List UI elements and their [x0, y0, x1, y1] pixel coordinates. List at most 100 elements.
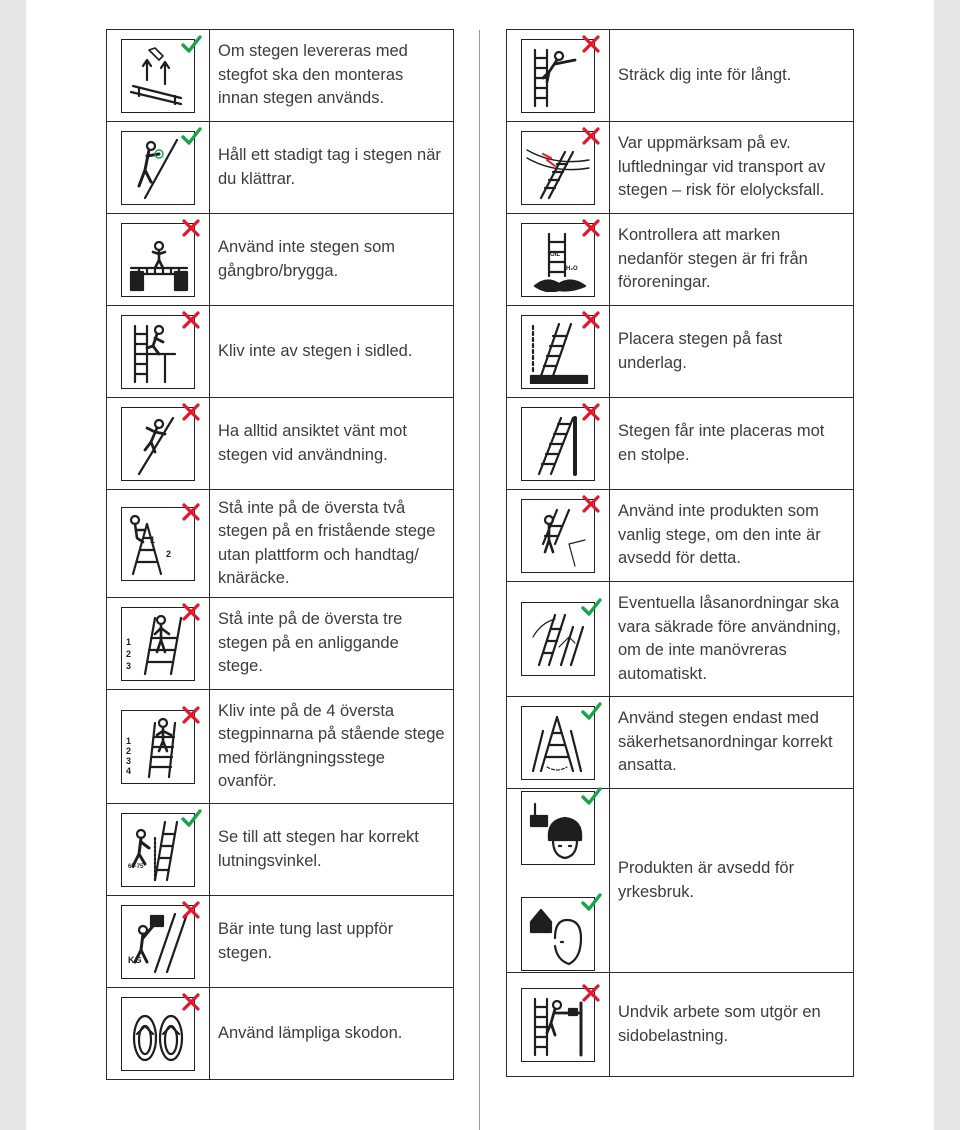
- pictogram-cell: 65-75°: [106, 803, 210, 896]
- pictogram-art: [132, 1014, 184, 1061]
- instruction-row: Kliv inte av stegen i sidled.: [106, 305, 454, 398]
- check-mark-icon: [181, 126, 202, 145]
- pictogram-art: [529, 908, 583, 965]
- pictogram-art: [129, 240, 189, 291]
- cross-mark-icon: [582, 126, 600, 145]
- instruction-text: Undvik arbete som utgör en sidobelastnin…: [609, 972, 854, 1077]
- heavy-load-icon: KG: [121, 900, 200, 979]
- locking-devices-icon: [521, 598, 602, 676]
- instruction-text: Använd stegen endast med säkerhetsanordn…: [609, 696, 854, 789]
- pictogram-label: 1: [126, 735, 132, 746]
- pictogram-label: 1: [150, 534, 156, 545]
- instruction-text: Placera stegen på fast underlag.: [609, 305, 854, 398]
- cross-mark-icon: [182, 402, 200, 421]
- pictogram-cell: [506, 581, 610, 697]
- instruction-text: Sträck dig inte för långt.: [609, 29, 854, 122]
- pictogram-art: [129, 46, 183, 105]
- flip-flops-icon: [121, 992, 200, 1071]
- check-mark-icon: [581, 892, 602, 911]
- pictogram-cell: [106, 121, 210, 214]
- instruction-row: 65-75°Se till att stegen har korrekt lut…: [106, 803, 454, 896]
- pictogram-label: H₂O: [566, 265, 578, 272]
- pictogram-art: [147, 717, 177, 778]
- instruction-row: Eventuella låsanordningar ska vara säkra…: [506, 581, 854, 697]
- pictogram-art: [133, 324, 177, 383]
- pictogram-art: [531, 715, 583, 772]
- pictogram-cell: [506, 29, 610, 122]
- instruction-text: Använd inte produkten som vanlig stege, …: [609, 489, 854, 582]
- instruction-text: Stå inte på de översta tre stegen på en …: [209, 597, 454, 690]
- check-mark-icon: [181, 34, 202, 53]
- pictogram-cell: [106, 29, 210, 122]
- side-load-icon: [521, 983, 600, 1062]
- pictogram-label: 65-75°: [128, 863, 146, 870]
- pictogram-art: [129, 514, 163, 575]
- side-step-off-icon: [121, 310, 200, 389]
- pictogram-label: KG: [128, 954, 142, 965]
- pictogram-label: OIL: [550, 251, 560, 258]
- cross-mark-icon: [182, 502, 200, 521]
- pictogram-art: [137, 138, 179, 199]
- pictogram-art: [541, 508, 586, 567]
- pictogram-art: [529, 322, 589, 384]
- pictogram-cell: [506, 397, 610, 490]
- instruction-text: Produkten är avsedd för yrkesbruk.: [609, 788, 854, 973]
- column-divider: [479, 30, 480, 1130]
- pictogram-art: [533, 48, 577, 107]
- check-mark-icon: [181, 808, 202, 827]
- ladder-foot-assembly-icon: [121, 34, 202, 113]
- professional-use-icon: [521, 786, 602, 865]
- not-regular-ladder-icon: [521, 494, 600, 573]
- pictogram-art: [131, 820, 179, 881]
- instruction-row: Produkten är avsedd för yrkesbruk.: [506, 786, 854, 973]
- check-mark-icon: [581, 598, 602, 616]
- instruction-row: Placera stegen på fast underlag.: [506, 305, 854, 398]
- pictogram-label: 2: [126, 745, 132, 756]
- instruction-text: Ha alltid ansiktet vänt mot stegen vid a…: [209, 397, 454, 490]
- pictogram-art: [529, 802, 583, 859]
- pictogram-label: 2: [166, 548, 172, 559]
- cross-mark-icon: [182, 310, 200, 329]
- instruction-text: Stå inte på de översta två stegen på en …: [209, 489, 454, 598]
- pictogram-cell: KG: [106, 895, 210, 988]
- power-lines-icon: [521, 126, 600, 205]
- cross-mark-icon: [182, 705, 200, 724]
- cross-mark-icon: [582, 494, 600, 513]
- pictogram-art: [532, 613, 585, 667]
- instruction-text: Använd inte stegen som gångbro/brygga.: [209, 213, 454, 306]
- instruction-text: Kliv inte av stegen i sidled.: [209, 305, 454, 398]
- instruction-text: Eventuella låsanordningar ska vara säkra…: [609, 581, 854, 697]
- instruction-row: Använd inte stegen som gångbro/brygga.: [106, 213, 454, 306]
- pictogram-art: [526, 148, 590, 199]
- ladder-as-bridge-icon: [121, 218, 200, 297]
- instruction-text: Använd lämpliga skodon.: [209, 987, 454, 1080]
- pictogram-art: [143, 614, 183, 675]
- face-ladder-icon: [121, 402, 200, 481]
- pictogram-art: [533, 997, 583, 1056]
- pictogram-label: 2: [126, 648, 132, 659]
- instruction-row: Använd inte produkten som vanlig stege, …: [506, 489, 854, 582]
- pictogram-label: 3: [126, 755, 132, 766]
- check-mark-icon: [581, 786, 602, 805]
- instruction-text: Var uppmärksam på ev. luftledningar vid …: [609, 121, 854, 214]
- manual-page: Om stegen levereras med stegfot ska den …: [26, 0, 934, 1130]
- overreach-icon: [521, 34, 600, 113]
- pictogram-art: [133, 912, 189, 973]
- check-mark-icon: [581, 701, 602, 720]
- pictogram-cell: [106, 305, 210, 398]
- cross-mark-icon: [182, 900, 200, 919]
- safety-devices-icon: [521, 701, 602, 780]
- home-use-icon: [521, 892, 602, 971]
- pictogram-cell: [106, 397, 210, 490]
- pictogram-cell: OIL H₂O: [506, 213, 610, 306]
- pictogram-art: [537, 415, 577, 476]
